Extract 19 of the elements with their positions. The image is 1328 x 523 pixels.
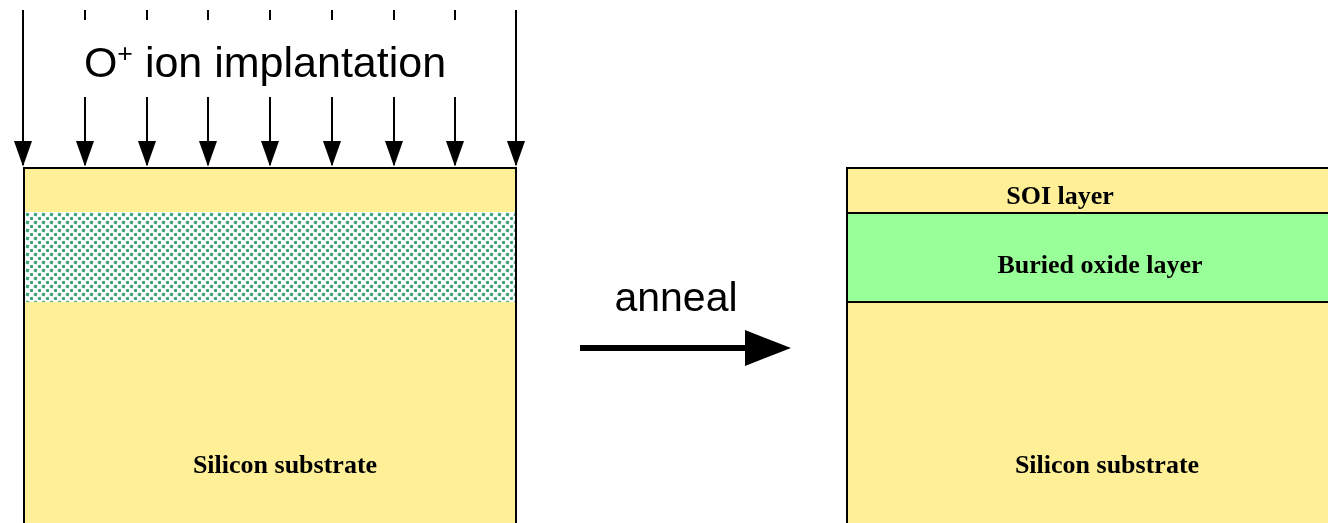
arrow <box>445 9 465 167</box>
arrow <box>13 9 33 167</box>
wafer-cross-section <box>846 167 1328 523</box>
layer-label: Silicon substrate <box>1014 450 1200 480</box>
arrow <box>198 9 218 167</box>
arrow <box>506 9 526 167</box>
arrow <box>580 330 791 366</box>
implanted-oxygen-layer <box>25 212 515 302</box>
arrow <box>322 9 342 167</box>
layer-label: SOI layer <box>1006 181 1114 211</box>
layer-label: Buried oxide layer <box>997 250 1203 280</box>
arrow <box>260 9 280 167</box>
process-label: O$^{+}$ ion implantation <box>83 37 447 87</box>
arrow <box>137 9 157 167</box>
oxide-layer <box>848 214 1328 303</box>
arrow <box>75 9 95 167</box>
layer-label: Silicon substrate <box>192 450 378 480</box>
arrow <box>384 9 404 167</box>
wafer-cross-section <box>23 167 517 523</box>
